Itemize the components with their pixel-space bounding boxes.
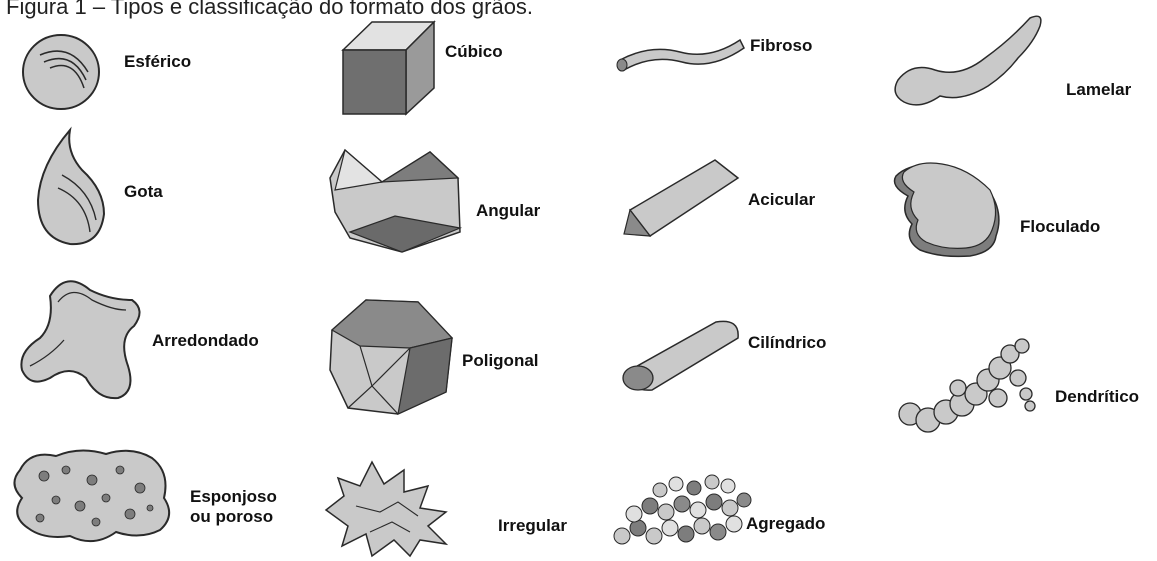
label-dendritico: Dendrítico xyxy=(1055,387,1139,407)
label-agregado: Agregado xyxy=(746,514,825,534)
label-cubico: Cúbico xyxy=(445,42,503,62)
label-acicular: Acicular xyxy=(748,190,815,210)
label-esponjoso: Esponjoso ou poroso xyxy=(190,487,277,527)
label-poligonal: Poligonal xyxy=(462,351,539,371)
label-fibroso: Fibroso xyxy=(750,36,812,56)
label-esponjoso-line2: ou poroso xyxy=(190,507,277,527)
label-lamelar: Lamelar xyxy=(1066,80,1131,100)
label-irregular: Irregular xyxy=(498,516,567,536)
label-gota: Gota xyxy=(124,182,163,202)
label-arredondado: Arredondado xyxy=(152,331,259,351)
figure-caption: Figura 1 – Tipos e classificação do form… xyxy=(6,0,533,20)
label-esferico: Esférico xyxy=(124,52,191,72)
label-cilindrico: Cilíndrico xyxy=(748,333,826,353)
label-esponjoso-line1: Esponjoso xyxy=(190,487,277,507)
label-angular: Angular xyxy=(476,201,540,221)
label-floculado: Floculado xyxy=(1020,217,1100,237)
